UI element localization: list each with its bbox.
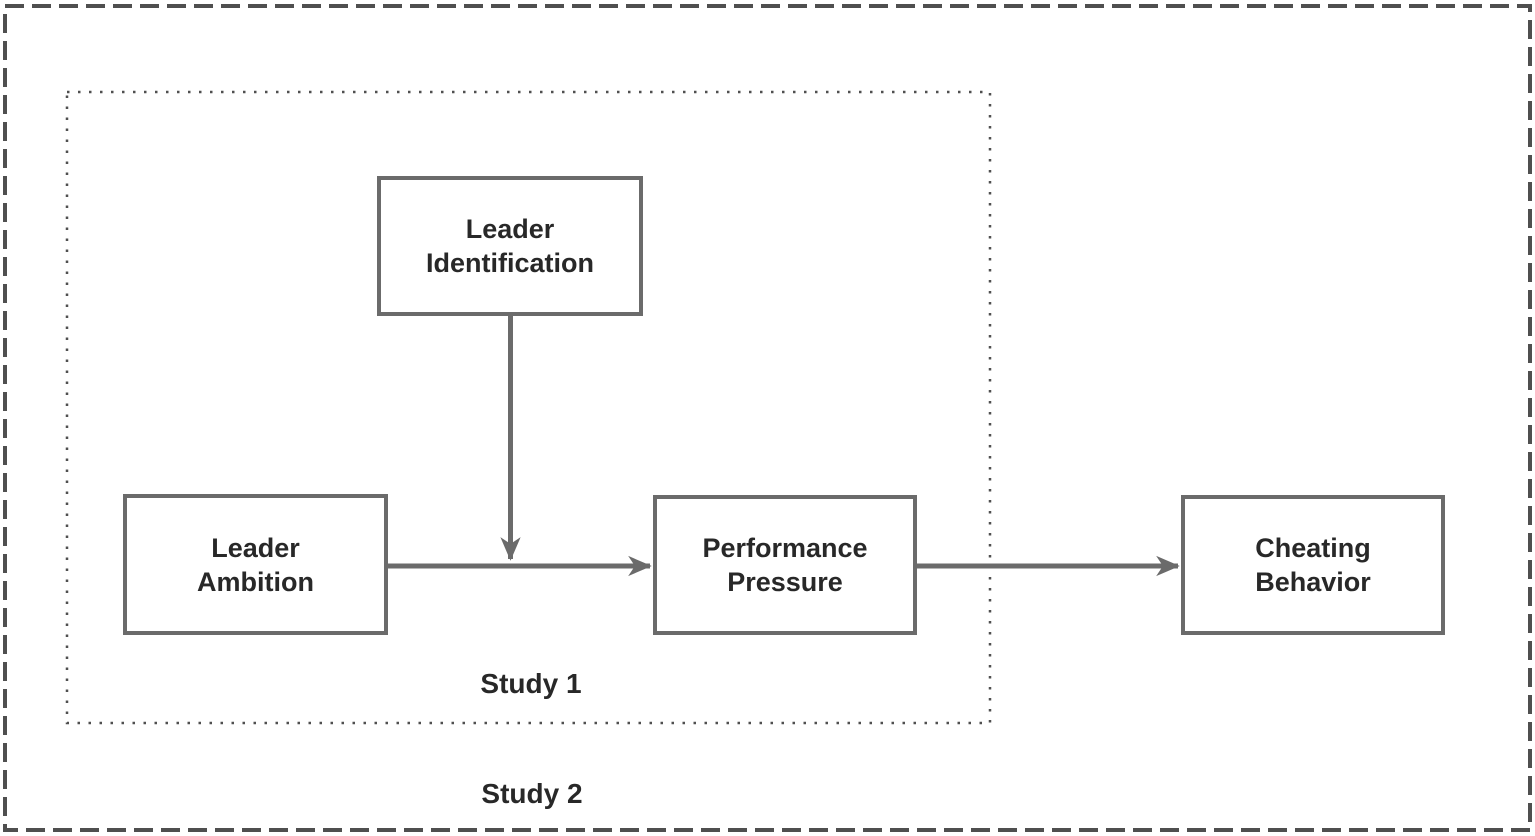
node-label: Ambition xyxy=(197,566,314,597)
node-label: Pressure xyxy=(727,567,843,597)
node-leader-identification: Leader Identification xyxy=(377,176,643,316)
node-label: Cheating xyxy=(1255,533,1371,563)
node-label: Leader xyxy=(465,214,555,244)
node-label: Identification xyxy=(426,248,594,278)
node-label: Behavior xyxy=(1255,567,1371,597)
study-2-label: Study 2 xyxy=(481,778,583,809)
node-label: Performance xyxy=(702,533,868,563)
node-cheating-behavior: Cheating Behavior xyxy=(1181,495,1445,635)
node-leader-ambition: Leader Ambition xyxy=(123,494,388,635)
study-2-boundary xyxy=(3,4,1532,832)
study-1-label: Study 1 xyxy=(480,668,582,699)
study-1-boundary xyxy=(65,90,992,725)
node-performance-pressure: Performance Pressure xyxy=(653,495,917,635)
node-label: Leader xyxy=(211,532,300,563)
